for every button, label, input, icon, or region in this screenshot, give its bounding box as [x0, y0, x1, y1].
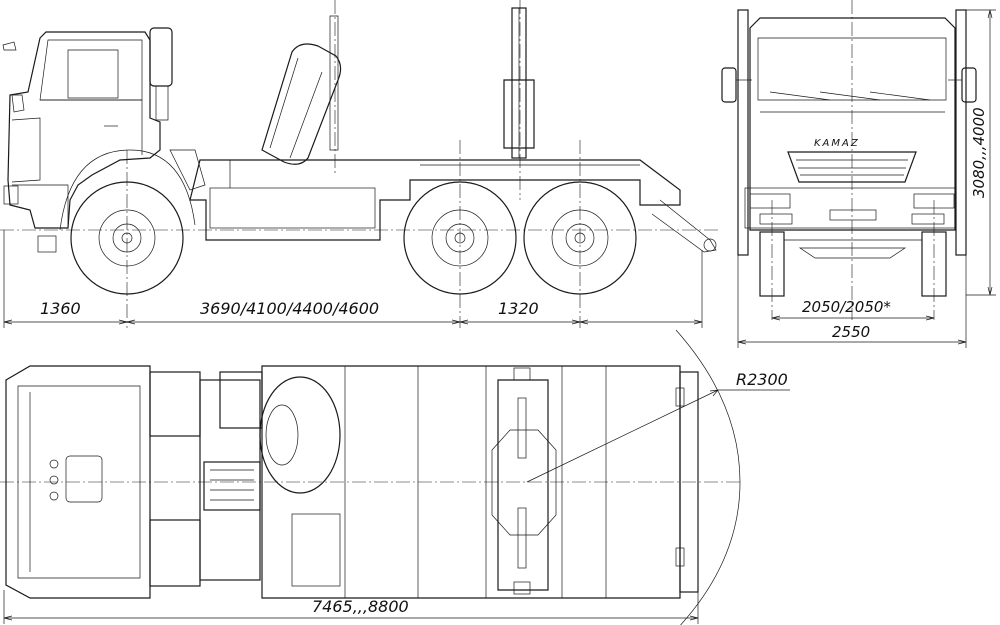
dim-turn-radius: R2300	[736, 370, 788, 389]
exhaust-stack	[149, 27, 173, 87]
front-left-tyre	[759, 231, 785, 297]
front-right-mirror	[961, 67, 977, 103]
dim-track-width: 2050/2050*	[802, 298, 891, 316]
front-left-mirror	[721, 67, 737, 103]
side-chassis	[169, 149, 717, 253]
dim-overall-width: 2550	[832, 323, 870, 341]
front-hook-post-right	[955, 9, 967, 256]
dim-overall-height: 3080,,,4000	[970, 107, 988, 198]
top-cab	[5, 365, 151, 599]
top-exhaust	[149, 371, 201, 437]
side-view: 1360 3690/4100/4400/4600 1320	[0, 0, 720, 328]
front-right-tyre	[921, 231, 947, 297]
side-front-wheel	[59, 149, 196, 295]
top-rear-end	[679, 371, 699, 593]
front-grille	[787, 151, 917, 183]
side-cab	[2, 31, 161, 253]
top-view: R2300 7465,,,8800	[0, 329, 790, 625]
dim-overall-length: 7465,,,8800	[312, 597, 409, 616]
front-cab	[749, 17, 956, 231]
dim-wheelbase: 3690/4100/4400/4600	[200, 299, 379, 318]
front-view: KAMAZ 2050/	[721, 0, 996, 348]
brand-label: KAMAZ	[814, 138, 860, 149]
top-platform	[261, 365, 681, 599]
side-dimension-line	[3, 230, 703, 328]
top-spare-wheel	[259, 376, 341, 494]
side-spare-wheel	[261, 43, 342, 165]
top-hook-beam	[497, 379, 549, 591]
dim-front-overhang: 1360	[40, 299, 81, 318]
front-hook-post-left	[737, 9, 749, 256]
turn-radius-arc	[675, 329, 741, 625]
hooklift-arm	[329, 7, 535, 159]
dim-rear-axle-spacing: 1320	[498, 299, 539, 318]
